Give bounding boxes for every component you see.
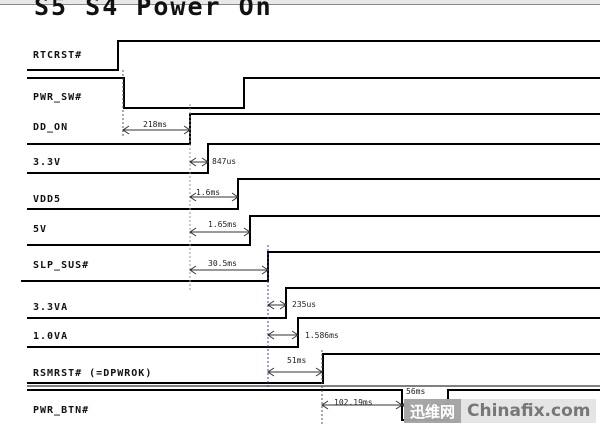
waveform-1 (27, 77, 600, 109)
signal-label: 3.3V (33, 157, 61, 168)
watermark-cn: 迅维网 (404, 399, 462, 423)
timing-label: 218ms (143, 120, 167, 129)
watermark-en: Chinafix.com (467, 401, 591, 421)
timing-label: 102.19ms (334, 398, 373, 407)
waveform-6 (21, 251, 600, 282)
timing-label: 1.586ms (305, 331, 339, 340)
signal-label: 5V (33, 224, 47, 235)
arrow-head-right (279, 300, 287, 310)
signal-label: PWR_BTN# (33, 405, 89, 416)
arrow-head-left (321, 400, 329, 410)
arrow-head-right (201, 157, 209, 167)
signal-label: RTCRST# (33, 50, 82, 61)
timing-label: 51ms (287, 356, 306, 365)
signal-label: DD_ON (33, 122, 68, 133)
arrow-head-left (189, 227, 197, 237)
waveform-7 (27, 287, 600, 319)
timing-label: 235us (292, 300, 316, 309)
arrow-head-left (267, 367, 275, 377)
signal-label: VDD5 (33, 194, 61, 205)
signal-label: RSMRST# (=DPWROK) (33, 368, 152, 379)
arrow-head-right (291, 330, 299, 340)
arrow-head-left (189, 157, 197, 167)
watermark: 迅维网 Chinafix.com (404, 399, 596, 423)
waveform-3 (27, 143, 600, 174)
signal-label: PWR_SW# (33, 92, 82, 103)
arrow-head-right (183, 125, 191, 135)
waveform-4 (27, 178, 600, 210)
arrow-head-right (231, 192, 239, 202)
waveform-2 (27, 113, 600, 145)
waveform-0 (27, 40, 600, 71)
waveform-8 (27, 317, 600, 348)
waveform-5 (27, 215, 600, 246)
timing-label: 30.5ms (208, 259, 237, 268)
toolbar-strip (0, 0, 600, 5)
arrow-head-left (189, 192, 197, 202)
diagram-title: S5 S4 Power On (34, 0, 273, 21)
waveform-9 (27, 353, 600, 384)
arrow-head-left (267, 300, 275, 310)
timing-label: 847us (212, 157, 236, 166)
arrow-head-left (122, 125, 130, 135)
signal-label: SLP_SUS# (33, 260, 89, 271)
arrow-head-left (189, 265, 197, 275)
signal-label: 3.3VA (33, 302, 68, 313)
arrow-head-right (315, 367, 323, 377)
arrow-head-right (261, 265, 269, 275)
timing-label: 1.65ms (208, 220, 237, 229)
arrow-head-right (243, 227, 251, 237)
timing-label: 56ms (406, 387, 425, 396)
timing-label: 1.6ms (196, 188, 220, 197)
signal-label: 1.0VA (33, 331, 68, 342)
arrow-head-left (267, 330, 275, 340)
